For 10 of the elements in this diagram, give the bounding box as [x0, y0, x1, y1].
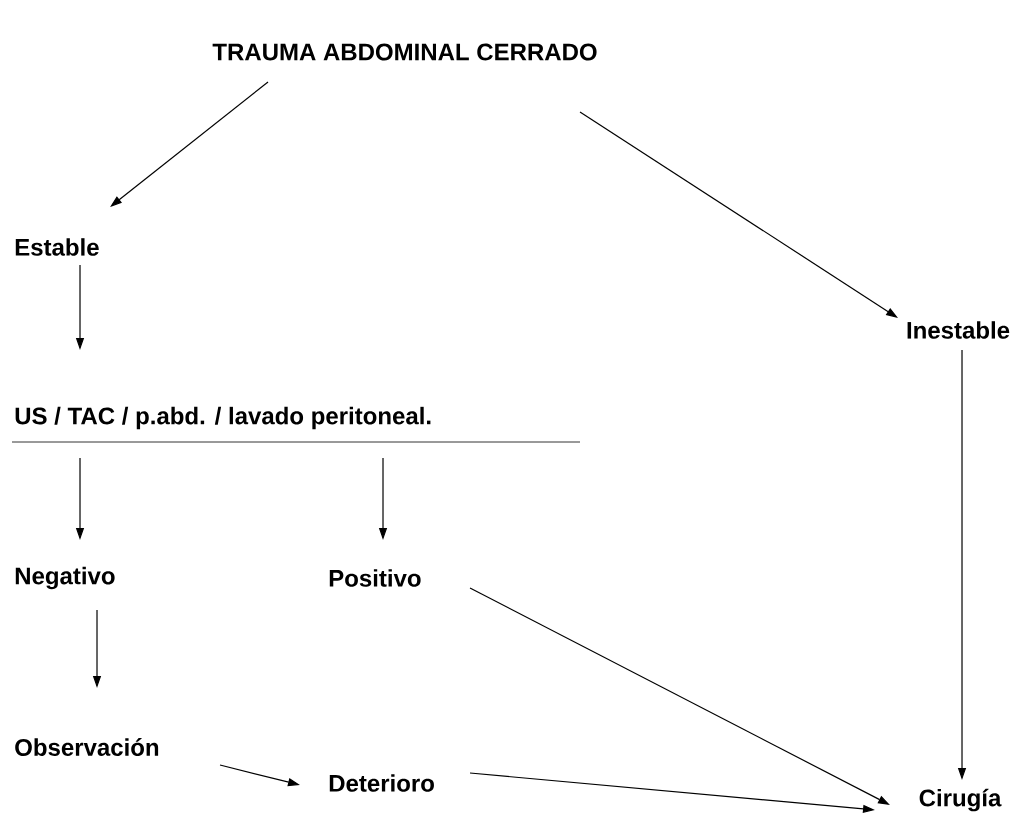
flow-label: Estable — [15, 238, 99, 256]
flow-label: US / TAC / p.abd. / lavado peritoneal. — [15, 406, 431, 430]
flow-label: Inestable — [907, 321, 1010, 339]
flow-label: Negativo — [15, 566, 115, 590]
flow-label: Deterioro — [329, 774, 434, 792]
flow-label: Positivo — [329, 569, 421, 587]
flow-label: Cirugía — [919, 788, 1002, 812]
arrow — [110, 81, 269, 207]
flow-label: TRAUMA ABDOMINAL CERRADO — [212, 43, 597, 61]
flow-label: Observación — [15, 738, 159, 756]
